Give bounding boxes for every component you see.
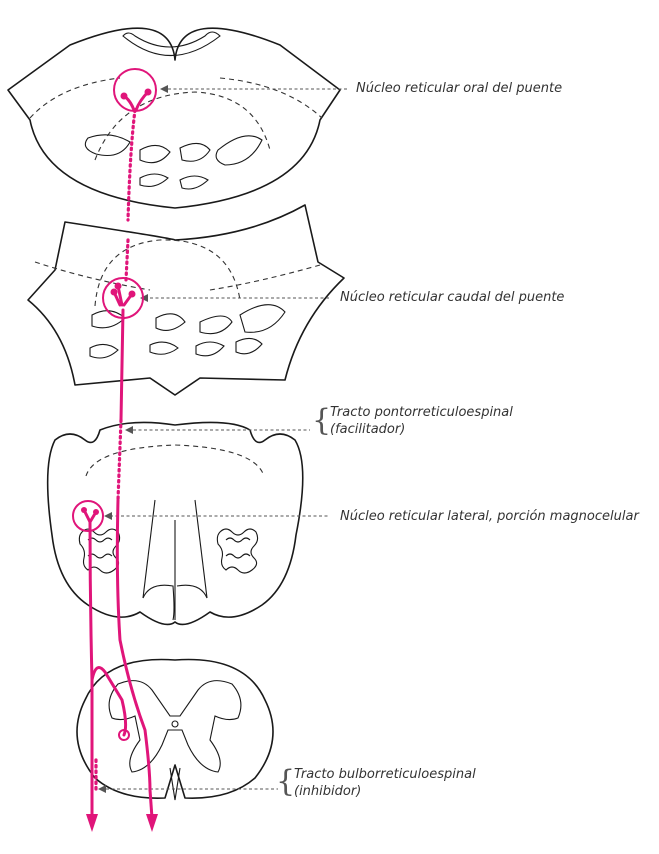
- label-bulboreticulospinal-line2: (inhibidor): [294, 783, 476, 800]
- lower-pons-section: [28, 205, 344, 395]
- label-pontoreticulospinal-line2: (facilitador): [330, 421, 513, 438]
- label-lateral-reticular-nucleus: Núcleo reticular lateral, porción magnoc…: [340, 508, 639, 525]
- bracket-pontoreticulospinal: {: [312, 406, 331, 436]
- bracket-bulboreticulospinal: {: [276, 767, 295, 797]
- medulla-section: [48, 422, 303, 624]
- upper-pons-section: [8, 28, 340, 208]
- label-bulboreticulospinal-tract: Tracto bulborreticuloespinal (inhibidor): [294, 766, 476, 800]
- label-bulboreticulospinal-line1: Tracto bulborreticuloespinal: [294, 766, 476, 783]
- label-oral-pontine-nucleus: Núcleo reticular oral del puente: [356, 80, 562, 97]
- label-pontoreticulospinal-line1: Tracto pontorreticuloespinal: [330, 404, 513, 421]
- spinal-cord-section: [77, 660, 273, 801]
- label-caudal-pontine-nucleus: Núcleo reticular caudal del puente: [340, 289, 564, 306]
- label-pontoreticulospinal-tract: Tracto pontorreticuloespinal (facilitado…: [330, 404, 513, 438]
